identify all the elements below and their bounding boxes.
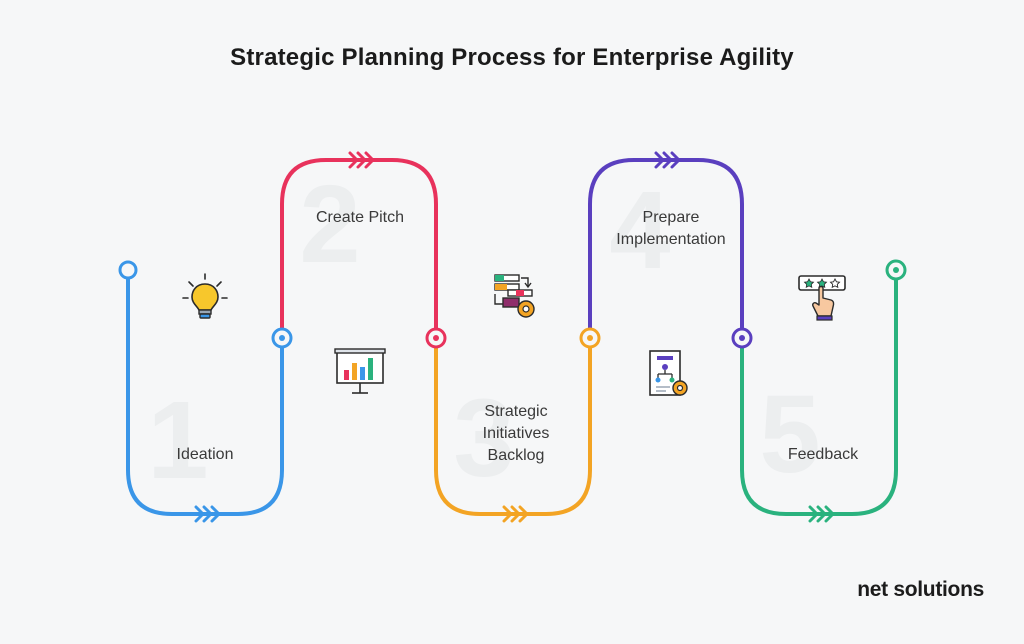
page-title: Strategic Planning Process for Enterpris… [230, 44, 794, 71]
step-5-path [740, 276, 898, 516]
step-4-arrow-icon [654, 151, 681, 169]
step-5-label: Feedback [787, 446, 859, 463]
node-2-3 [425, 327, 447, 349]
step-2-label: Create Pitch [315, 209, 405, 226]
start-node [118, 260, 138, 280]
step-3-label: Strategic Initiatives Backlog [456, 401, 576, 467]
node-1-2 [271, 327, 293, 349]
step-4-label: Prepare Implementation [596, 207, 746, 251]
step-3-label-line-2: Initiatives [482, 425, 550, 442]
backlog-gear-icon [494, 274, 535, 318]
step-4-path [588, 158, 744, 340]
document-flowchart-icon [649, 350, 688, 396]
step-5-numeral: 5 [759, 373, 820, 496]
step-2-numeral: 2 [299, 163, 360, 286]
end-node [885, 259, 907, 281]
step-5-arrow-icon [808, 505, 835, 523]
brand-logo: net solutions [857, 578, 984, 601]
step-1-label: Ideation [176, 446, 234, 463]
star-rating-hand-icon [798, 275, 846, 321]
step-3-numeral: 3 [453, 377, 514, 500]
step-3-path [434, 336, 592, 516]
presentation-chart-icon [334, 348, 386, 394]
lightbulb-icon [182, 273, 228, 319]
step-4-numeral: 4 [609, 169, 670, 292]
step-4-label-line-2: Implementation [616, 231, 726, 248]
step-1-arrow-icon [194, 505, 221, 523]
node-3-4 [579, 327, 601, 349]
step-1-path [126, 276, 284, 516]
step-3-label-line-1: Strategic [484, 403, 548, 420]
step-2-arrow-icon [348, 151, 375, 169]
step-3-arrow-icon [502, 505, 529, 523]
node-4-5 [731, 327, 753, 349]
step-2-path [280, 158, 438, 340]
step-1-numeral: 1 [147, 379, 208, 502]
step-3-label-line-3: Backlog [487, 447, 545, 464]
step-4-label-line-1: Prepare [642, 209, 700, 226]
